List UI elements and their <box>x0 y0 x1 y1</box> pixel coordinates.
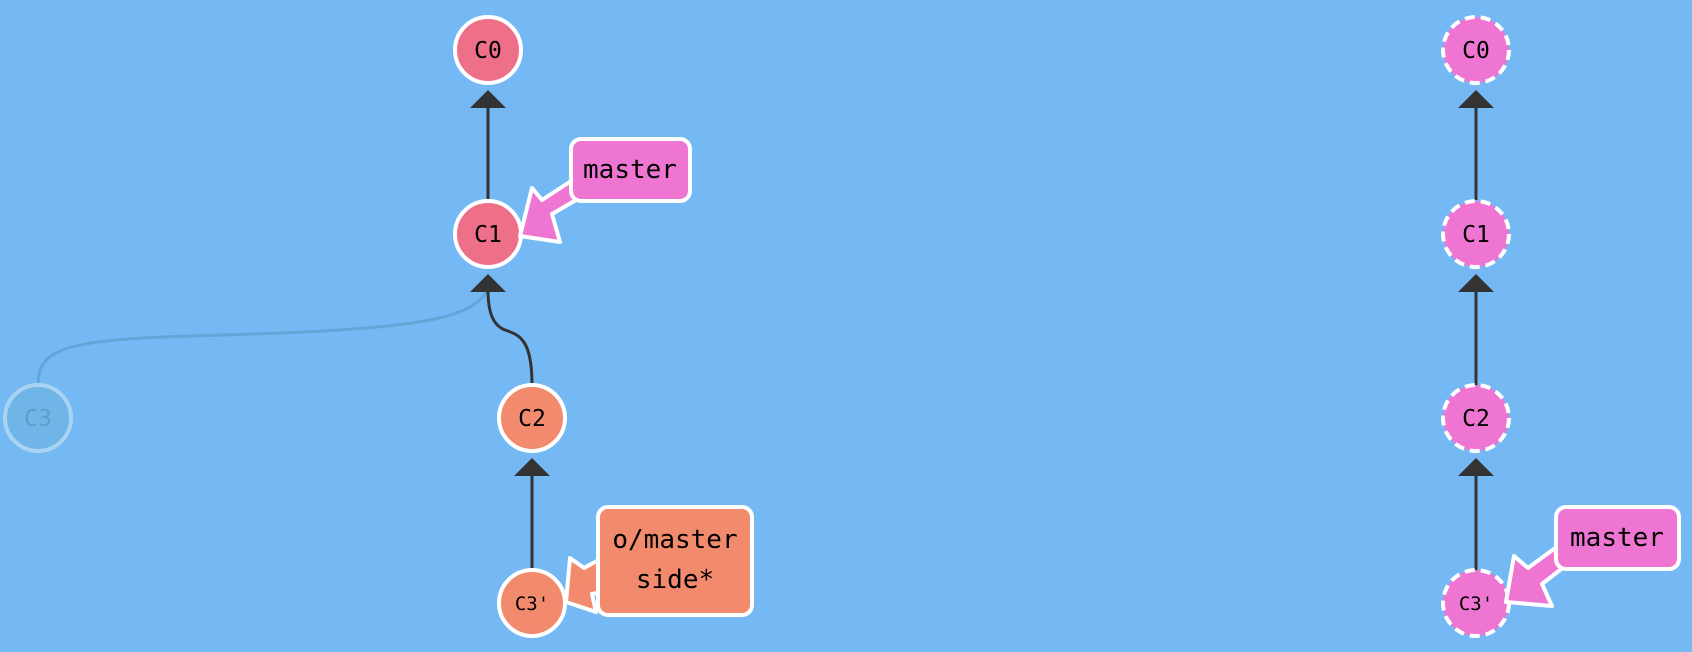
branch-name: master <box>583 155 677 185</box>
commit-label: C3' <box>515 593 549 615</box>
commit-label: C0 <box>1462 38 1490 64</box>
commit-label: C2 <box>1462 406 1490 432</box>
branch-label-master-goal: master <box>1504 505 1681 608</box>
branch-name-line1: o/master <box>612 525 737 555</box>
goal-commit-c2: C2 <box>1441 383 1511 453</box>
commit-c2[interactable]: C2 <box>497 383 567 453</box>
goal-commit-c0: C0 <box>1441 15 1511 85</box>
commit-c3prime[interactable]: C3' <box>497 568 567 638</box>
commit-label: C1 <box>1462 222 1490 248</box>
commit-c0[interactable]: C0 <box>453 15 523 85</box>
commit-label: C3 <box>24 406 52 432</box>
goal-arrowhead-c1 <box>1458 274 1494 292</box>
branch-name-line2: side* <box>636 565 714 595</box>
commit-label: C0 <box>474 38 502 64</box>
commit-label: C3' <box>1459 593 1493 615</box>
ghost-commit-c3: C3 <box>3 383 73 453</box>
commit-label: C1 <box>474 222 502 248</box>
goal-commit-c1: C1 <box>1441 199 1511 269</box>
local-tree: C3 C0 C1 C2 C3' master <box>3 15 754 638</box>
goal-commit-c3prime: C3' <box>1441 568 1511 638</box>
goal-arrowhead-c2 <box>1458 458 1494 476</box>
arrowhead-c0 <box>470 90 506 108</box>
branch-label-master-local[interactable]: master <box>518 137 692 244</box>
goal-tree: C0 C1 C2 C3' master <box>1441 15 1681 638</box>
goal-arrowhead-c0 <box>1458 90 1494 108</box>
branch-label-omaster-side[interactable]: o/master side* <box>564 505 754 617</box>
arrowhead-c1 <box>470 274 506 292</box>
edge-c2-c1 <box>486 289 534 386</box>
commit-label: C2 <box>518 406 546 432</box>
branch-name: master <box>1570 523 1664 553</box>
commit-c1[interactable]: C1 <box>453 199 523 269</box>
ghost-edge-c3-c1 <box>36 289 490 387</box>
arrowhead-c2 <box>514 458 550 476</box>
